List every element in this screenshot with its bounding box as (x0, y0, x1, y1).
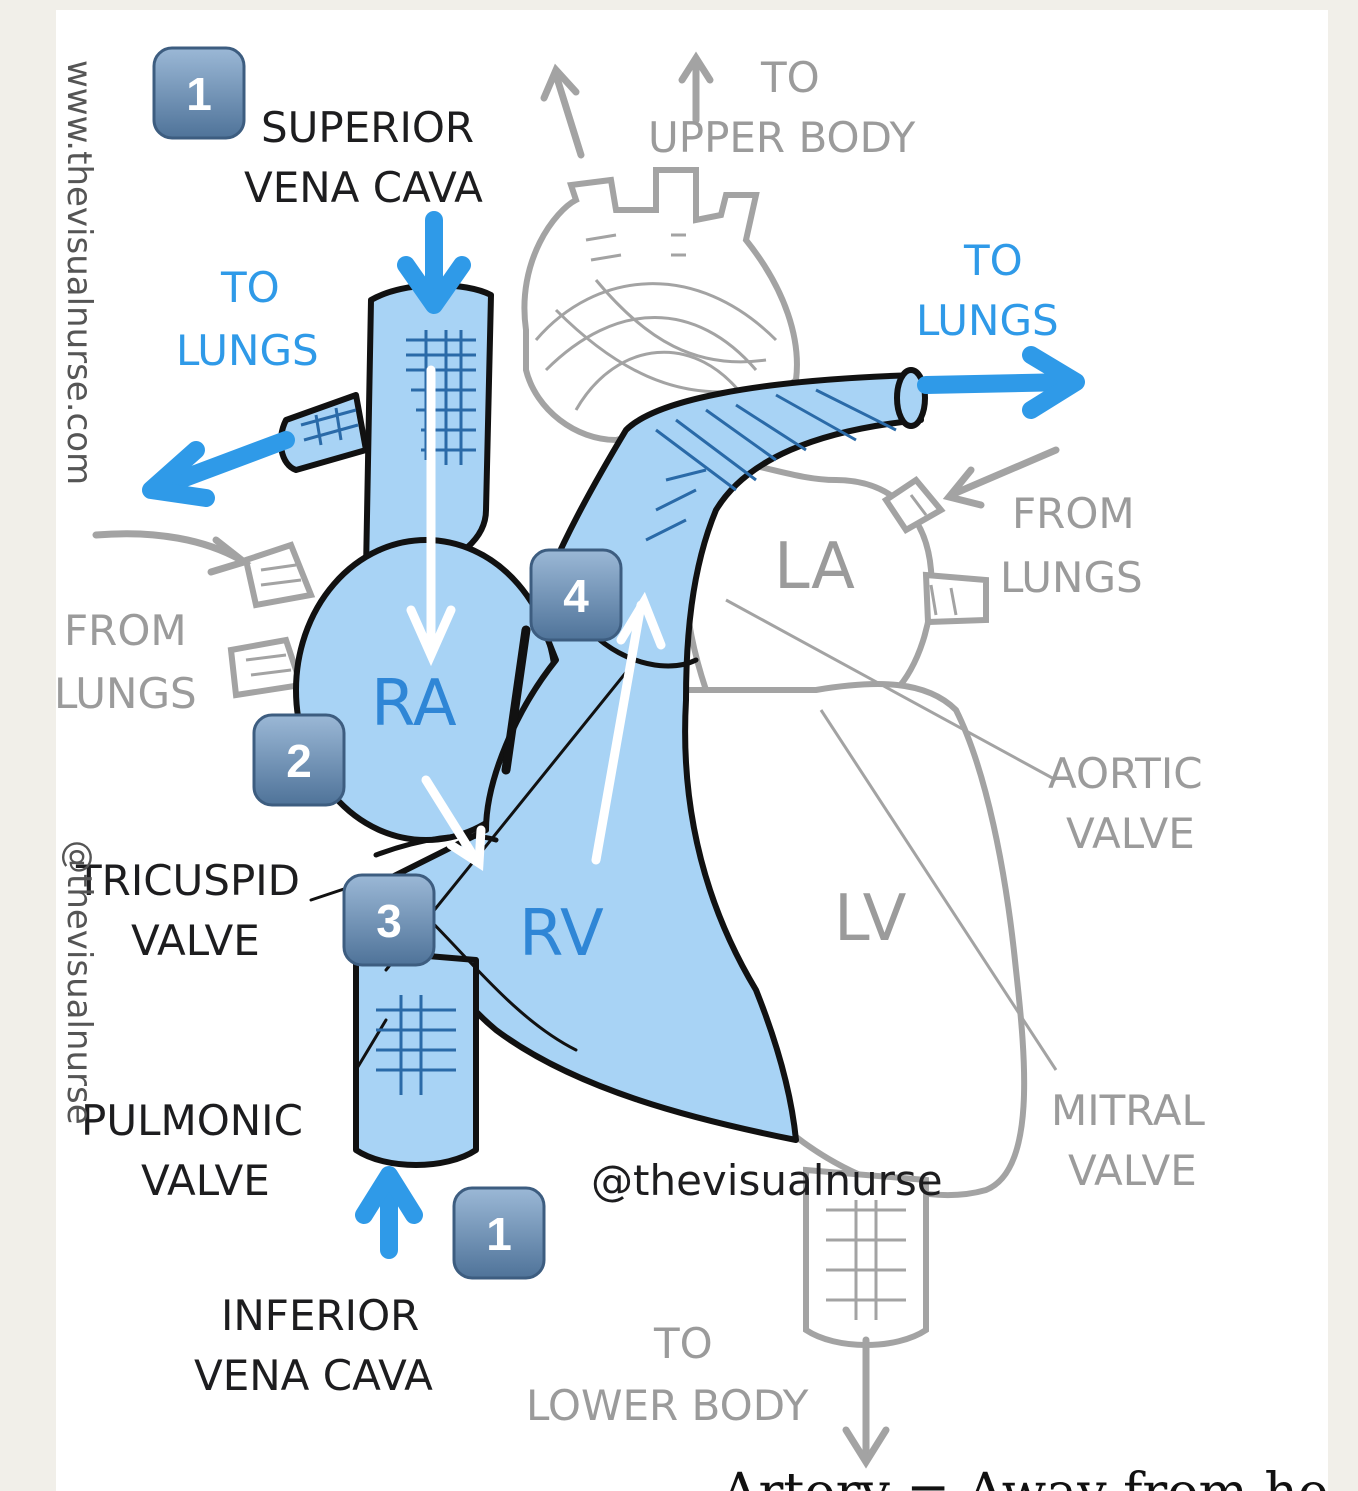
badge-1-bottom: 1 (454, 1188, 544, 1278)
chamber-lv: LV (834, 882, 907, 956)
svg-text:LUNGS: LUNGS (916, 296, 1059, 345)
footer-mnemonic: Artory = Away from hea (720, 1463, 1328, 1491)
heart-blood-flow-diagram: RA RV LA LV 1 2 3 4 1 SUPERIOR VENA CAVA… (56, 10, 1328, 1491)
svg-text:PULMONIC: PULMONIC (81, 1096, 303, 1145)
svg-text:VENA CAVA: VENA CAVA (194, 1351, 433, 1400)
badge-4: 4 (531, 550, 621, 640)
svg-text:FROM: FROM (64, 606, 187, 655)
label-tricuspid-valve: TRICUSPID VALVE (75, 856, 300, 965)
label-mitral-valve: MITRAL VALVE (1051, 1086, 1205, 1195)
watermark-url: www.thevisualnurse.com (59, 60, 99, 485)
chamber-rv: RV (519, 897, 604, 971)
right-pulmonary-artery (281, 395, 366, 470)
svg-text:TO: TO (760, 53, 820, 102)
svg-text:LUNGS: LUNGS (56, 669, 197, 718)
label-to-lungs-left: TO LUNGS (176, 263, 319, 375)
badge-1-top: 1 (154, 48, 244, 138)
svg-text:LUNGS: LUNGS (1000, 553, 1143, 602)
svg-text:4: 4 (563, 570, 589, 622)
svg-text:MITRAL: MITRAL (1051, 1086, 1205, 1135)
chamber-ra: RA (371, 667, 457, 741)
label-inferior-vena-cava: INFERIOR VENA CAVA (194, 1291, 433, 1400)
pulmonary-vein-left-upper (246, 545, 311, 605)
watermark-handle: @thevisualnurse (59, 840, 99, 1125)
chamber-la: LA (774, 530, 855, 604)
svg-text:AORTIC: AORTIC (1048, 749, 1203, 798)
svg-text:VENA CAVA: VENA CAVA (244, 163, 483, 212)
author-handle: @thevisualnurse (591, 1156, 943, 1205)
badge-2: 2 (254, 715, 344, 805)
label-from-lungs-right: FROM LUNGS (1000, 489, 1143, 602)
svg-text:1: 1 (486, 1208, 512, 1260)
svg-text:3: 3 (376, 895, 402, 947)
arrow-to-lungs-right (926, 382, 1071, 385)
svg-text:UPPER BODY: UPPER BODY (648, 113, 916, 162)
svg-text:LUNGS: LUNGS (176, 326, 319, 375)
label-from-lungs-left: FROM LUNGS (56, 606, 197, 718)
svg-text:INFERIOR: INFERIOR (221, 1291, 419, 1340)
pulmonary-vein-left-lower (231, 640, 301, 695)
svg-text:VALVE: VALVE (131, 916, 260, 965)
svg-text:TO: TO (963, 236, 1023, 285)
svg-text:VALVE: VALVE (141, 1156, 270, 1205)
svg-text:TO: TO (653, 1319, 713, 1368)
svg-text:LOWER BODY: LOWER BODY (526, 1381, 809, 1430)
badge-3: 3 (344, 875, 434, 965)
label-to-lower-body: TO LOWER BODY (526, 1319, 809, 1430)
svg-text:FROM: FROM (1012, 489, 1135, 538)
label-to-lungs-right: TO LUNGS (916, 236, 1059, 345)
label-superior-vena-cava: SUPERIOR VENA CAVA (244, 103, 483, 212)
label-pulmonic-valve: PULMONIC VALVE (81, 1096, 303, 1205)
inferior-vena-cava (356, 950, 476, 1165)
svg-text:VALVE: VALVE (1068, 1146, 1197, 1195)
svg-text:TRICUSPID: TRICUSPID (75, 856, 300, 905)
svg-text:2: 2 (286, 735, 312, 787)
svg-text:VALVE: VALVE (1066, 809, 1195, 858)
diagram-card: RA RV LA LV 1 2 3 4 1 SUPERIOR VENA CAVA… (56, 10, 1328, 1491)
svg-text:TO: TO (220, 263, 280, 312)
label-aortic-valve: AORTIC VALVE (1048, 749, 1203, 858)
svg-text:SUPERIOR: SUPERIOR (261, 103, 474, 152)
svg-text:1: 1 (186, 68, 212, 120)
